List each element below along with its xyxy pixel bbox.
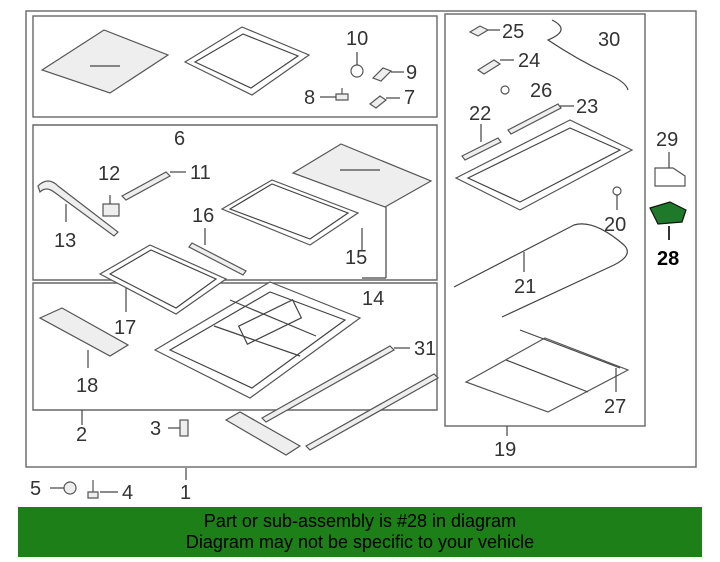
part-14-glass	[291, 143, 433, 208]
glass-panel-front	[40, 29, 170, 94]
callout-15: 15	[345, 247, 367, 269]
callout-3: 3	[150, 418, 161, 440]
part-30-cable	[546, 19, 629, 91]
front-cross-member	[224, 411, 302, 456]
callout-31: 31	[414, 338, 436, 360]
callout-2: 2	[76, 424, 87, 446]
part-23-guide	[507, 103, 562, 135]
group-1-frame	[32, 124, 438, 281]
callout-13: 13	[54, 230, 76, 252]
roof-frame-assembly	[153, 281, 362, 399]
part-28-highlighted	[649, 201, 687, 225]
callout-11: 11	[190, 162, 211, 184]
part-20-clip	[612, 186, 622, 196]
part-22-guide	[461, 137, 502, 161]
part-10-clip	[350, 64, 364, 78]
banner-line-1: Part or sub-assembly is #28 in diagram	[203, 511, 517, 531]
part-12-bracket	[102, 203, 120, 217]
part-8-screw	[335, 88, 349, 101]
part-5-nut	[63, 481, 77, 495]
part-16-strip	[188, 242, 247, 276]
callout-5: 5	[30, 478, 41, 500]
group-6-frame	[32, 15, 438, 118]
callout-25: 25	[502, 21, 524, 43]
part-3-pin	[179, 419, 189, 437]
part-29-motor	[654, 167, 686, 187]
callout-9: 9	[406, 62, 417, 84]
callout-7: 7	[404, 87, 415, 109]
callout-24: 24	[518, 50, 540, 72]
part-25-cap	[468, 25, 490, 37]
part-27-shade	[464, 337, 630, 413]
part-17-frame	[98, 244, 228, 315]
callout-21: 21	[514, 276, 536, 298]
callout-4: 4	[122, 482, 133, 500]
callout-27: 27	[604, 396, 626, 418]
mechanism-frame	[454, 119, 634, 211]
part-11-strip	[121, 171, 171, 201]
glass-panel-rear	[183, 26, 311, 96]
part-26-clip	[500, 85, 510, 95]
callout-23: 23	[576, 96, 598, 118]
callout-29: 29	[656, 129, 678, 151]
part-24-bracket	[476, 59, 502, 75]
callout-14: 14	[362, 288, 384, 310]
callout-12: 12	[98, 163, 120, 185]
callout-30: 30	[598, 29, 620, 51]
part-31-rail	[261, 345, 395, 423]
callout-8: 8	[304, 87, 315, 109]
callout-18: 18	[76, 375, 98, 397]
callout-28: 28	[657, 248, 679, 270]
callout-6: 6	[174, 128, 185, 150]
part-4-bolt	[87, 480, 99, 499]
part-13-rail	[37, 180, 119, 237]
part-21-track	[453, 223, 628, 318]
callout-1: 1	[180, 482, 191, 500]
callout-10: 10	[346, 28, 368, 50]
callout-16: 16	[192, 205, 214, 227]
callout-17: 17	[114, 317, 136, 339]
part-9-bracket	[371, 67, 393, 82]
info-banner: Part or sub-assembly is #28 in diagram D…	[18, 507, 702, 557]
group-19-frame	[444, 13, 646, 427]
callout-22: 22	[469, 103, 491, 125]
banner-line-2: Diagram may not be specific to your vehi…	[185, 532, 535, 552]
parts-diagram: 10 9 8 7 6 12 11 13 16 15 14 17 18 31 3 …	[25, 10, 697, 500]
callout-26: 26	[530, 80, 552, 102]
callout-19: 19	[494, 439, 516, 461]
outer-frame	[25, 10, 697, 468]
callout-20: 20	[604, 214, 626, 236]
part-18-deflector	[38, 307, 130, 357]
part-7-clip	[368, 95, 388, 109]
